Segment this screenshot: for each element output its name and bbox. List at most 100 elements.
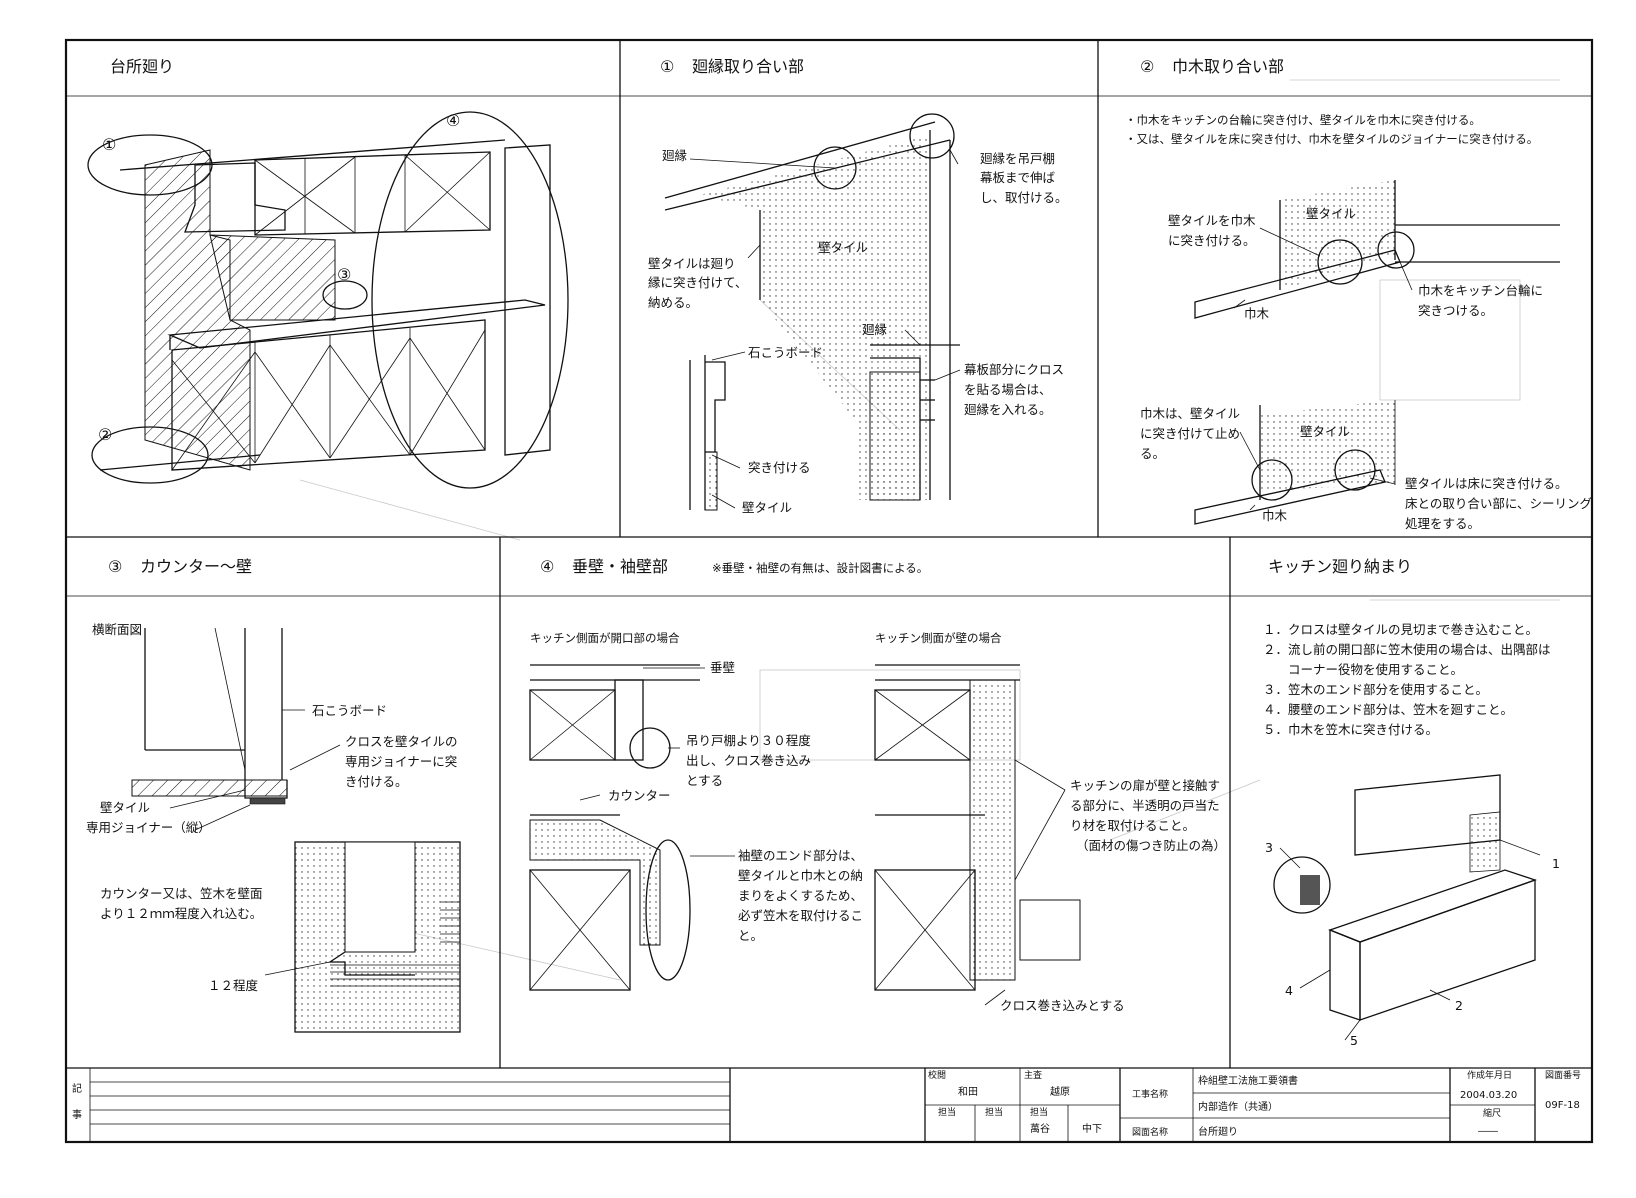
label-cloth-wrap: クロス巻き込みとする: [1000, 998, 1125, 1013]
panel-4-taregabe-sodegabe: ④ 垂壁・袖壁部 ※垂壁・袖壁の有無は、設計図書による。 キッチン側面が開口部の…: [529, 557, 1226, 1013]
note-sode-5: と。: [738, 928, 763, 943]
sheet-frame: [64, 38, 1594, 1144]
label-butt: 突き付ける: [748, 460, 811, 475]
note-cloth-3: 廻縁を入れる。: [964, 402, 1052, 417]
label-gypsum: 石こうボード: [312, 703, 387, 718]
panel-number: ①: [660, 57, 674, 76]
panel-3-counter-wall: ③ カウンター～壁 横断面図 石こうボード クロスを壁タイルの 専用ジ: [86, 557, 461, 1033]
note-tile-2: 縁に突き付けて、: [648, 275, 747, 290]
note-habaki-stop-3: る。: [1140, 446, 1165, 461]
note-3: ３．笠木のエンド部分を使用すること。: [1263, 682, 1488, 697]
tanto-label-2: 担当: [985, 1106, 1003, 1118]
label-tile-b: 壁タイル: [1300, 424, 1350, 439]
tanto-label-1: 担当: [938, 1106, 956, 1118]
note-4: ４．腰壁のエンド部分は、笠木を廻すこと。: [1263, 702, 1513, 717]
tanto-value-2: 中下: [1082, 1122, 1102, 1135]
label-wall-tile: 壁タイル: [100, 800, 150, 815]
label-habaki-b: 巾木: [1262, 508, 1288, 523]
scale-value: ――: [1478, 1126, 1498, 1137]
callout-1: 1: [1552, 856, 1560, 871]
kanri-label: 校閲: [928, 1069, 946, 1081]
note-door-2: る部分に、半透明の戸当た: [1070, 798, 1220, 813]
panel-5-kitchen-finish: キッチン廻り納まり １．クロスは壁タイルの見切まで巻き込むこと。 ２．流し前の開…: [1263, 557, 1560, 1048]
drawing-value: 台所廻り: [1198, 1125, 1238, 1138]
panel-kitchen-overview: 台所廻り: [87, 57, 569, 489]
dim-12: １２程度: [208, 978, 259, 993]
label-tile-bottom: 壁タイル: [742, 500, 792, 515]
note-hang-1: 吊り戸棚より３０程度: [686, 733, 811, 748]
panel-title: 廻縁取り合い部: [692, 57, 804, 76]
note-cloth-1: クロスを壁タイルの: [345, 734, 458, 749]
bullet-2: ・又は、壁タイルを床に突き付け、巾木を壁タイルのジョイナーに突き付ける。: [1125, 132, 1538, 146]
callout-4: ④: [446, 111, 460, 130]
note-tile-1: 壁タイルは廻り: [648, 256, 736, 271]
note-door-3: り材を取付けること。: [1070, 818, 1195, 833]
label-tile-a: 壁タイル: [1306, 206, 1356, 221]
project-value: 枠組壁工法施工要領書: [1198, 1074, 1298, 1087]
note-tile-3: 納める。: [648, 295, 698, 310]
note-cloth-2: を貼る場合は、: [964, 382, 1052, 397]
no-value: 09F-18: [1545, 1100, 1580, 1111]
note-cloth-1: 幕板部分にクロス: [964, 362, 1064, 377]
note-tile-habaki-1: 壁タイルを巾木: [1168, 213, 1256, 228]
callout-2: 2: [1455, 998, 1463, 1013]
panel-title: 台所廻り: [110, 57, 174, 76]
left-drawing: 垂壁 吊り戸棚より３０程度 出し、クロス巻き込み とする カウンター 袖壁のエン…: [529, 660, 863, 991]
note-habaki-stop-2: に突き付けて止め: [1140, 426, 1240, 441]
note-sode-3: まりをよくするため、: [738, 888, 863, 903]
right-title: キッチン側面が壁の場合: [875, 631, 1002, 645]
label-mawaribuchi-b: 廻縁: [862, 322, 887, 337]
label-mawaribuchi: 廻縁: [662, 148, 687, 163]
right-drawing: キッチンの扉が壁と接触す る部分に、半透明の戸当た り材を取付けること。 （面材…: [874, 664, 1226, 1013]
note-habaki-base-2: 突きつける。: [1418, 303, 1493, 318]
note-mawaribuchi-1: 廻縁を吊戸棚: [980, 151, 1055, 166]
date-label: 作成年月日: [1467, 1069, 1512, 1081]
note-counter-1: カウンター又は、笠木を壁面: [100, 886, 263, 901]
callout-4: 4: [1285, 983, 1293, 998]
tanto-label-3: 担当: [1030, 1106, 1048, 1118]
bullet-1: ・巾木をキッチンの台輪に突き付け、壁タイルを巾木に突き付ける。: [1125, 113, 1481, 127]
note-mawaribuchi-3: し、取付ける。: [980, 190, 1068, 205]
panel-2-habaki: ② 巾木取り合い部 ・巾木をキッチンの台輪に突き付け、壁タイルを巾木に突き付ける…: [1125, 57, 1592, 531]
panel-1-mawaribuchi: ① 廻縁取り合い部 廻縁 壁タイル 廻縁を吊戸棚 幕板まで伸: [648, 57, 1068, 515]
note-mawaribuchi-2: 幕板まで伸ば: [980, 170, 1056, 185]
note-tile-floor-1: 壁タイルは床に突き付ける。: [1405, 476, 1568, 491]
callout-2: ②: [98, 425, 112, 444]
project-sub: 内部造作（共通）: [1198, 1100, 1278, 1113]
drawing-label: 図面名称: [1132, 1126, 1168, 1138]
note-cloth-2: 専用ジョイナーに突: [345, 754, 457, 769]
callout-1: ①: [102, 135, 116, 154]
note-habaki-stop-1: 巾木は、壁タイル: [1140, 406, 1240, 421]
note-cloth-3: き付ける。: [345, 774, 408, 789]
note-sode-4: 必ず笠木を取付けるこ: [738, 908, 863, 923]
note-door-4: （面材の傷つき防止の為）: [1076, 838, 1226, 853]
note-counter-2: より１２ｍｍ程度入れ込む。: [100, 906, 262, 921]
note-sode-2: 壁タイルと巾木との納: [738, 868, 863, 883]
note-habaki-base-1: 巾木をキッチン台輪に: [1418, 283, 1543, 298]
no-label: 図面番号: [1545, 1069, 1581, 1081]
note-1: １．クロスは壁タイルの見切まで巻き込むこと。: [1263, 622, 1538, 637]
panel-number: ④: [540, 557, 554, 576]
panel-number: ②: [1140, 57, 1154, 76]
note-door-1: キッチンの扉が壁と接触す: [1070, 778, 1220, 793]
panel-title: 垂壁・袖壁部: [572, 557, 668, 576]
remarks-label-1: 記: [72, 1082, 82, 1095]
kanri-value: 和田: [958, 1086, 978, 1098]
callout-3: 3: [1265, 840, 1273, 855]
label-gypsum: 石こうボード: [748, 345, 823, 360]
note-tile-habaki-2: に突き付ける。: [1168, 233, 1256, 248]
shusa-label: 主査: [1024, 1069, 1042, 1081]
shusa-value: 越原: [1050, 1085, 1070, 1098]
remarks-label-2: 事: [72, 1108, 82, 1121]
scale-label: 縮尺: [1483, 1107, 1501, 1119]
kitchen-illustration: [87, 111, 569, 489]
panel-remark: ※垂壁・袖壁の有無は、設計図書による。: [712, 561, 928, 575]
callout-5: 5: [1350, 1033, 1358, 1048]
note-hang-2: 出し、クロス巻き込み: [686, 753, 811, 768]
note-tile-floor-3: 処理をする。: [1405, 516, 1480, 531]
callout-3: ③: [337, 265, 351, 284]
note-hang-3: とする: [686, 773, 723, 788]
panel-number: ③: [108, 557, 122, 576]
left-title: キッチン側面が開口部の場合: [530, 631, 680, 645]
